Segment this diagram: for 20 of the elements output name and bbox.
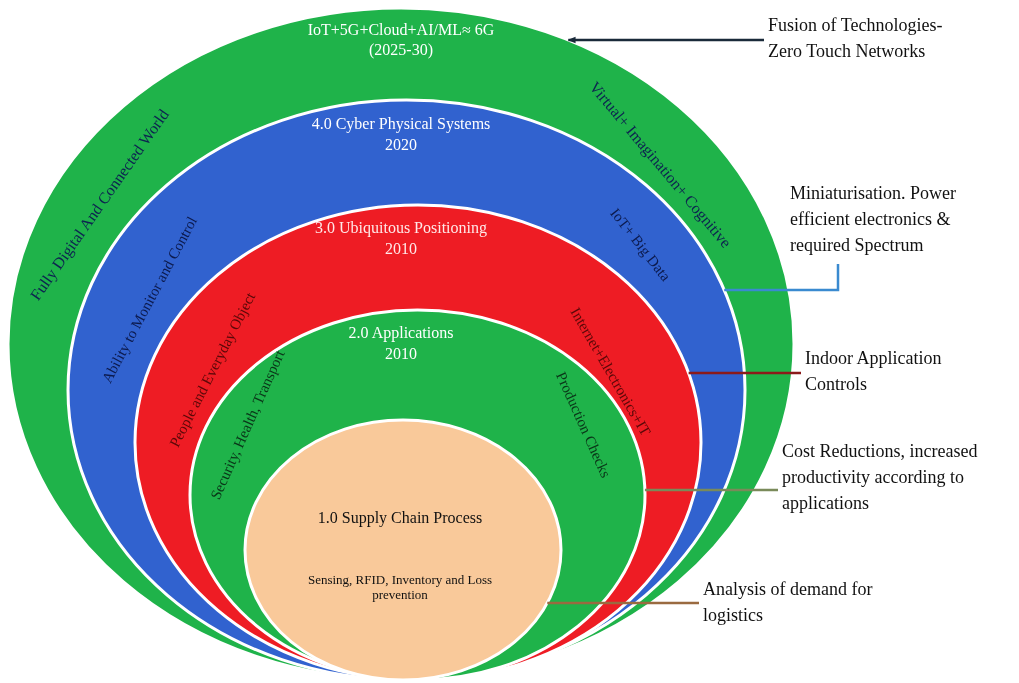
- ring-heading: 2010: [385, 239, 417, 259]
- ring-heading: 2010: [385, 344, 417, 364]
- leader-line: [688, 371, 801, 375]
- ring-heading: IoT+5G+Cloud+AI/ML≈ 6G: [307, 20, 495, 40]
- ring-heading: 2020: [385, 135, 417, 155]
- ring-heading: Sensing, RFID, Inventory and Loss prevention: [307, 573, 493, 603]
- ring-heading: 4.0 Cyber Physical Systems: [311, 114, 491, 134]
- annotation-text: Indoor Application Controls: [805, 345, 980, 398]
- annotation-text: Analysis of demand for logistics: [703, 576, 903, 629]
- ring-heading: 3.0 Ubiquitous Positioning: [315, 218, 487, 238]
- leader-line: [644, 488, 778, 492]
- ring-heading: (2025-30): [369, 40, 433, 60]
- annotation-text: Fusion of Technologies- Zero Touch Networks: [768, 12, 973, 65]
- leader-line: [547, 601, 699, 605]
- leader-line: [724, 264, 840, 292]
- annotation-text: Miniaturisation. Power efficient electronics & required Spectrum: [790, 180, 1005, 259]
- arrow: [567, 36, 764, 44]
- ring-heading: 1.0 Supply Chain Process: [317, 508, 483, 528]
- annotation-text: Cost Reductions, increased productivity according to applications: [782, 438, 997, 517]
- ring-heading: 2.0 Applications: [348, 323, 454, 343]
